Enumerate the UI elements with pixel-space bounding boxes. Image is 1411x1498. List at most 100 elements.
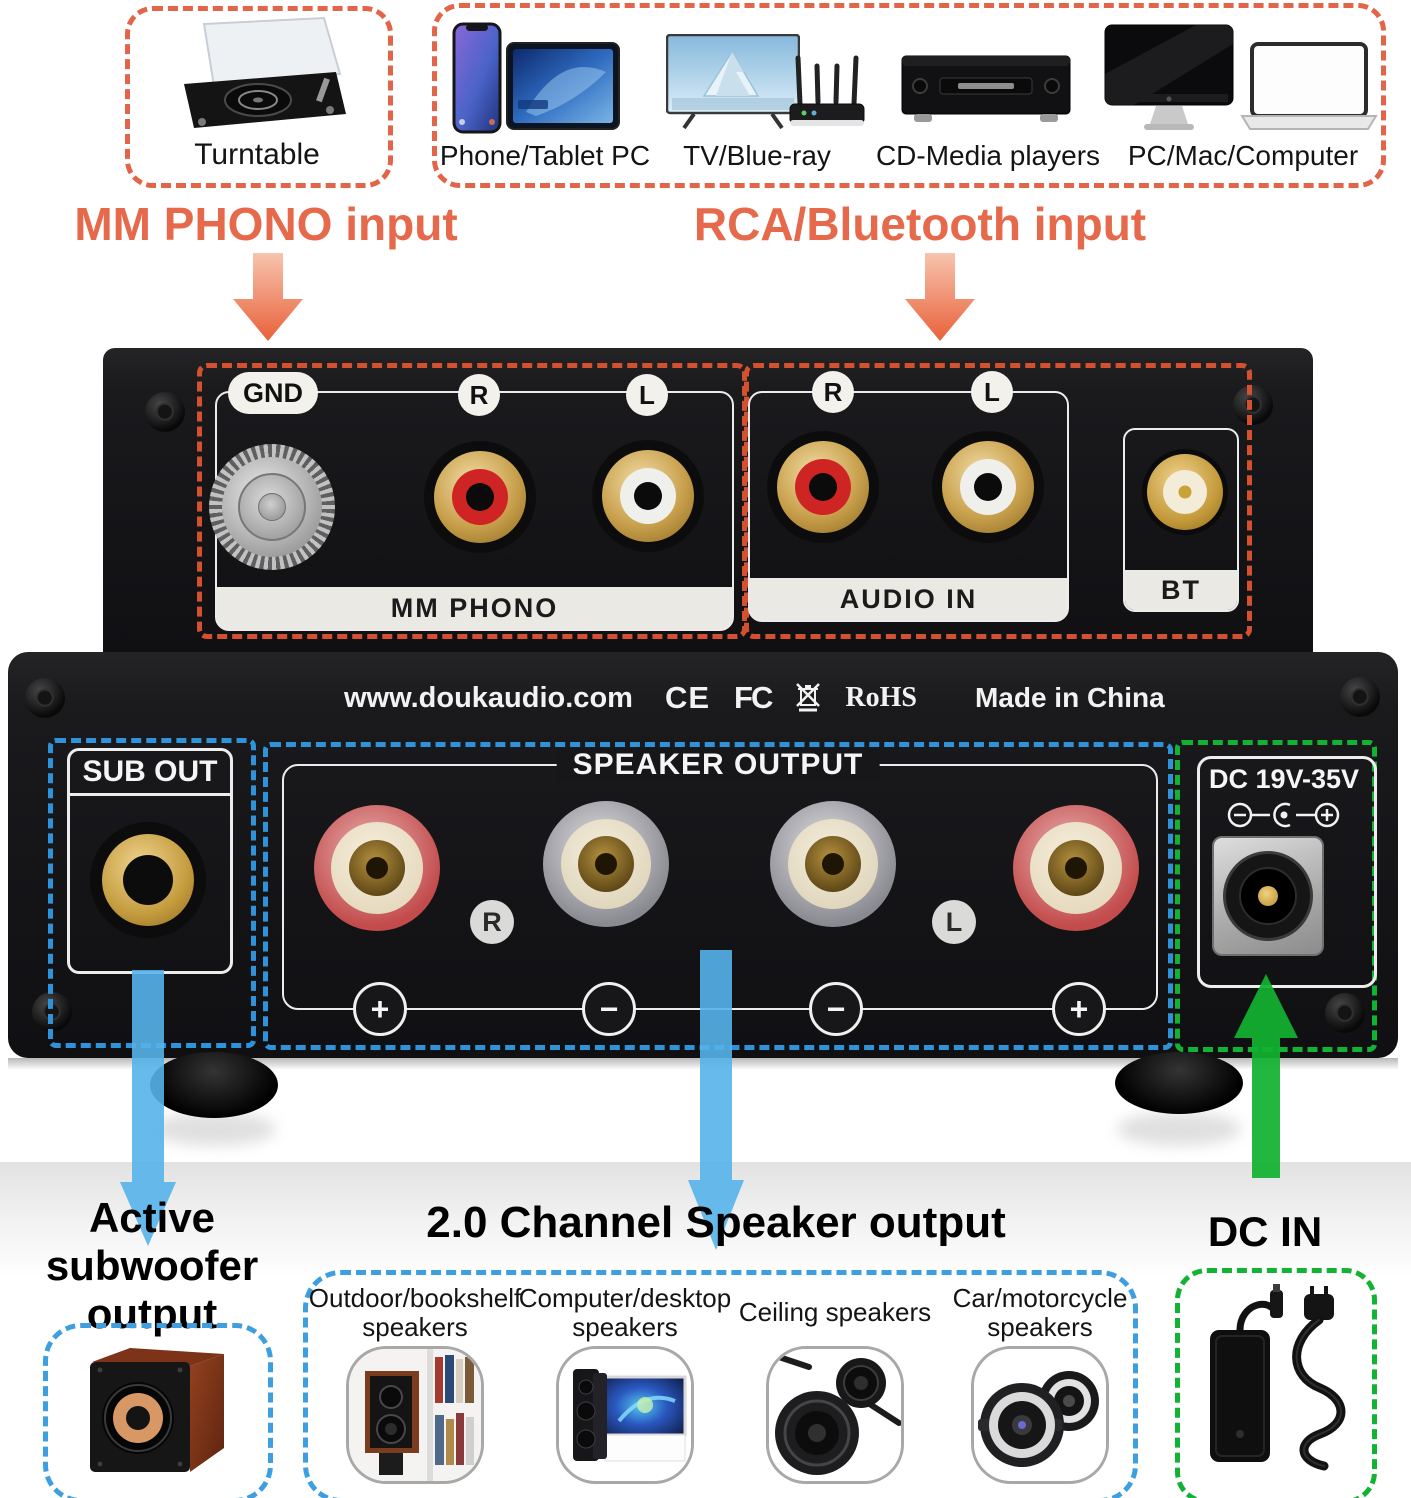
dc-in-annotation: DC IN: [1207, 1208, 1323, 1255]
speaker-type-2-line1: Ceiling speakers: [738, 1297, 932, 1327]
devices-label-pc: PC/Mac/Computer: [1127, 140, 1359, 171]
audio-left-label: L: [971, 371, 1013, 413]
bt-antenna-connector[interactable]: [1142, 449, 1228, 535]
phone-icon: [452, 22, 502, 134]
rca-bt-input-arrow: [905, 253, 975, 341]
amp-foot-left: [150, 1052, 278, 1118]
speaker-post-r-minus[interactable]: [543, 801, 669, 927]
audio-rca-left[interactable]: [932, 431, 1044, 543]
dc-in-arrow: [1234, 974, 1298, 1178]
phono-rca-left[interactable]: [592, 440, 704, 552]
tablet-icon: [506, 42, 620, 130]
cd-player-icon: [901, 55, 1071, 122]
dc-outline: [1197, 756, 1377, 988]
subwoofer-annotation-line2: subwoofer: [45, 1242, 259, 1289]
speaker-type-0-line1: Outdoor/bookshelf: [308, 1283, 522, 1313]
subwoofer-annotation-line1: Active: [88, 1194, 216, 1241]
dc-jack[interactable]: [1223, 851, 1313, 941]
phono-outline: MM PHONO: [215, 391, 734, 631]
gnd-label: GND: [228, 372, 318, 414]
rca-bt-input-annotation: RCA/Bluetooth input: [693, 198, 1147, 250]
desktop-speaker-icon: [559, 1349, 691, 1481]
desktop-speaker-image: [556, 1346, 694, 1484]
subwoofer-annotation: Active subwoofer output: [46, 1194, 258, 1338]
devices-label-tv: TV/Blue-ray: [683, 140, 831, 171]
sub-out-arrow: [120, 970, 176, 1246]
speaker-types-box: [303, 1270, 1138, 1498]
foot-reflection-right: [1117, 1112, 1241, 1146]
devices-label-cd: CD-Media players: [875, 140, 1101, 171]
power-adapter-icon: [1210, 1284, 1346, 1471]
speaker-type-label-3: Car/motorcycle speakers: [953, 1284, 1128, 1342]
audio-bt-section-highlight: [744, 363, 1252, 639]
phono-left-label: L: [626, 374, 668, 416]
laptop-icon: [1240, 42, 1378, 130]
speaker-right-badge: R: [470, 900, 514, 944]
polarity-minus-l: −: [809, 982, 863, 1036]
branding-row: www.doukaudio.com CE FC RoHS Made in Chi…: [344, 680, 1165, 716]
car-speaker-icon: [974, 1349, 1106, 1481]
dc-voltage-label: DC 19V-35V: [1208, 764, 1360, 794]
screw: [1340, 677, 1380, 717]
ceiling-speaker-image: [766, 1346, 904, 1484]
subwoofer-example-box: [43, 1323, 273, 1498]
monitor-icon: [1104, 24, 1234, 130]
phono-input-arrow: [233, 253, 303, 341]
turntable-icon: [184, 16, 346, 128]
bookshelf-speaker-image: [346, 1346, 484, 1484]
screw: [1325, 993, 1365, 1033]
speaker-type-1-line1: Computer/desktop: [518, 1283, 732, 1313]
power-adapter-box: [1175, 1268, 1377, 1498]
ce-mark-icon: CE: [664, 680, 711, 715]
speaker-type-label-2: Ceiling speakers: [739, 1298, 931, 1327]
bookshelf-speaker-icon: [349, 1349, 481, 1481]
devices-box: [432, 3, 1386, 188]
speaker-left-badge: L: [932, 900, 976, 944]
turntable-box: [125, 6, 393, 188]
audio-in-outline: AUDIO IN: [748, 391, 1069, 622]
phono-input-annotation: MM PHONO input: [74, 198, 458, 250]
amp-foot-right: [1115, 1052, 1243, 1114]
tv-icon: [666, 34, 800, 130]
gnd-post[interactable]: [209, 444, 335, 570]
polarity-minus-r: −: [582, 982, 636, 1036]
subwoofer-annotation-line3: output: [86, 1290, 218, 1337]
screw: [25, 678, 65, 718]
speaker-type-0-line2: speakers: [362, 1312, 468, 1342]
bt-label: BT: [1125, 570, 1237, 610]
ceiling-speaker-icon: [769, 1349, 901, 1481]
speaker-post-l-plus[interactable]: [1013, 805, 1139, 931]
phono-section-label: MM PHONO: [217, 587, 732, 629]
turntable-label: Turntable: [194, 138, 320, 171]
screw: [1233, 385, 1273, 425]
devices-label-phone-tablet: Phone/Tablet PC: [439, 140, 651, 171]
speaker-type-label-1: Computer/desktop speakers: [519, 1284, 731, 1342]
speaker-type-3-line2: speakers: [987, 1312, 1093, 1342]
audio-right-label: R: [812, 371, 854, 413]
speaker-post-r-plus[interactable]: [314, 805, 440, 931]
speaker-type-3-line1: Car/motorcycle: [952, 1283, 1128, 1313]
sub-out-jack[interactable]: [90, 822, 206, 938]
speaker-post-l-minus[interactable]: [770, 801, 896, 927]
sub-out-outline: SUB OUT: [67, 748, 233, 974]
made-in-text: Made in China: [974, 682, 1165, 713]
speaker-type-label-0: Outdoor/bookshelf speakers: [309, 1284, 521, 1342]
polarity-plus-l: +: [1052, 982, 1106, 1036]
sub-out-label: SUB OUT: [70, 751, 230, 796]
phono-right-label: R: [458, 374, 500, 416]
audio-in-section-label: AUDIO IN: [750, 578, 1067, 620]
subwoofer-icon: [90, 1348, 224, 1472]
screw: [145, 392, 185, 432]
polarity-plus-r: +: [353, 982, 407, 1036]
weee-bin-icon: [796, 683, 821, 712]
website-text: www.doukaudio.com: [344, 681, 633, 714]
fcc-mark-icon: FC: [734, 680, 773, 715]
speaker-type-1-line2: speakers: [572, 1312, 678, 1342]
audio-rca-right[interactable]: [767, 431, 879, 543]
phono-rca-right[interactable]: [424, 441, 536, 553]
car-speaker-image: [971, 1346, 1109, 1484]
speaker-output-arrow: [688, 950, 744, 1250]
dc-polarity-icon: [1227, 802, 1340, 828]
speaker-output-title: SPEAKER OUTPUT: [556, 748, 880, 782]
